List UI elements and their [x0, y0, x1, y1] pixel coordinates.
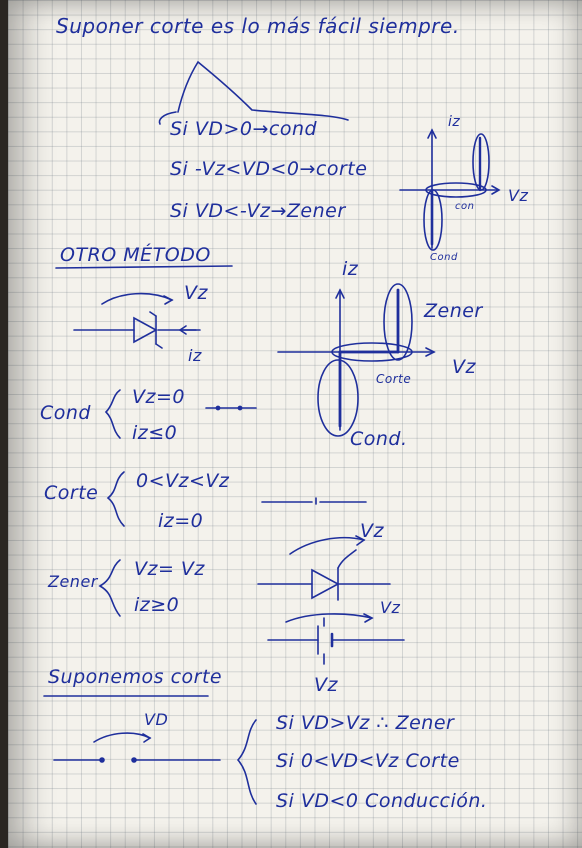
- graph2-cond-ellipse: [317, 359, 359, 437]
- bottom-node-left: [99, 757, 105, 763]
- rule-top-corte: Si -Vz<VD<0→corte: [170, 158, 368, 180]
- top-rules-brace: [177, 60, 349, 121]
- bottom-vd-label: VD: [144, 710, 169, 729]
- graph1-iz-label: iz: [448, 114, 461, 130]
- corte-label: Corte: [44, 482, 99, 504]
- otro-metodo-heading: OTRO MÉTODO: [60, 244, 211, 266]
- graph2-corte-ellipse: [331, 342, 413, 362]
- graph2-cond-label: Cond.: [350, 428, 408, 450]
- zener-diode-vz-arrow: [289, 536, 365, 555]
- suponemos-corte-heading: Suponemos corte: [48, 666, 223, 688]
- rule-top-zener: Si VD<-Vz→Zener: [170, 200, 346, 222]
- zener-brace: [98, 559, 121, 617]
- bottom-brace: [236, 719, 257, 805]
- cond-node-left: [215, 405, 221, 411]
- diode-vz-arrowhead: [163, 295, 174, 305]
- graph1-cond-ellipse: [423, 189, 443, 251]
- otro-metodo-underline: [55, 265, 233, 269]
- cond-line-1: Vz=0: [132, 386, 185, 408]
- graph1-x-arrow: [491, 185, 501, 195]
- top-rules-brace-left: [158, 111, 177, 125]
- bottom-vd-arrowhead: [142, 733, 152, 743]
- rule-top-cond: Si VD>0→cond: [170, 118, 318, 140]
- zener-mid-vz-arrow: [285, 613, 373, 623]
- graph2-vz-label: Vz: [452, 356, 476, 378]
- graph2-iz-label: iz: [342, 258, 359, 280]
- cond-node-right: [237, 405, 243, 411]
- zener-line-2: iz≥0: [134, 594, 180, 616]
- graph2-corte-label: Corte: [376, 372, 412, 386]
- rule-bottom-zener: Si VD>Vz ∴ Zener: [276, 712, 455, 734]
- page-title: Suponer corte es lo más fácil siempre.: [56, 14, 460, 38]
- graph1-y-arrow: [427, 128, 437, 139]
- zener-vz-mid-label: Vz: [380, 598, 401, 617]
- corte-brace: [106, 471, 125, 527]
- zener-label: Zener: [48, 572, 98, 591]
- diode-bend-top: [149, 311, 157, 317]
- diode-bend-bottom: [155, 343, 163, 349]
- zener-diode-vz-arrowhead: [355, 535, 366, 546]
- graph1-corte-ellipse: [425, 182, 487, 198]
- zener-diode-bend: [337, 549, 357, 569]
- zener-vz-top-label: Vz: [360, 520, 384, 542]
- rule-bottom-corte: Si 0<VD<Vz Corte: [276, 750, 460, 772]
- diode-vz-arrow: [101, 292, 173, 305]
- zener-diode-triangle: [311, 568, 340, 600]
- graph2-zener-ellipse: [383, 283, 413, 361]
- zener-vz-source-label: Vz: [314, 674, 338, 696]
- graph2-x-arrow: [425, 347, 436, 357]
- graph1-vz-label: Vz: [508, 186, 529, 205]
- corte-line-1: 0<Vz<Vz: [136, 470, 230, 492]
- corte-line-2: iz=0: [158, 510, 204, 532]
- rule-bottom-conduccion: Si VD<0 Conducción.: [276, 790, 488, 812]
- diode-vz-label: Vz: [184, 282, 208, 304]
- graph1-cond-label: Cond: [430, 252, 458, 263]
- diode-iz-label: iz: [188, 346, 202, 365]
- cond-brace: [104, 389, 121, 439]
- zener-mid-vz-arrowhead: [363, 613, 374, 623]
- bottom-node-right: [131, 757, 137, 763]
- cond-line-2: iz≤0: [132, 422, 178, 444]
- graph2-zener-label: Zener: [424, 300, 483, 322]
- diode-triangle: [133, 316, 158, 344]
- cond-label: Cond: [40, 402, 91, 424]
- zener-line-1: Vz= Vz: [134, 558, 205, 580]
- bottom-vd-arrow: [93, 732, 151, 743]
- graph1-con-label: con: [455, 201, 475, 212]
- graph1-zener-ellipse: [472, 133, 490, 191]
- diode-iz-arrowhead: [178, 325, 187, 335]
- graph2-y-arrow: [335, 288, 345, 299]
